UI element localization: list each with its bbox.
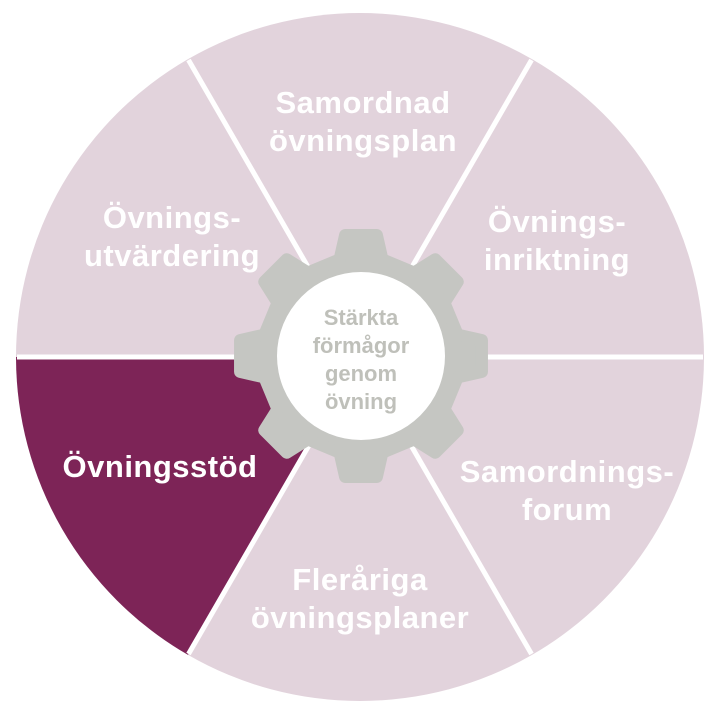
gear-hub bbox=[277, 272, 445, 440]
segment-samordnad-ovningsplan bbox=[188, 13, 532, 357]
segment-flerariga-ovningsplaner bbox=[188, 357, 532, 701]
